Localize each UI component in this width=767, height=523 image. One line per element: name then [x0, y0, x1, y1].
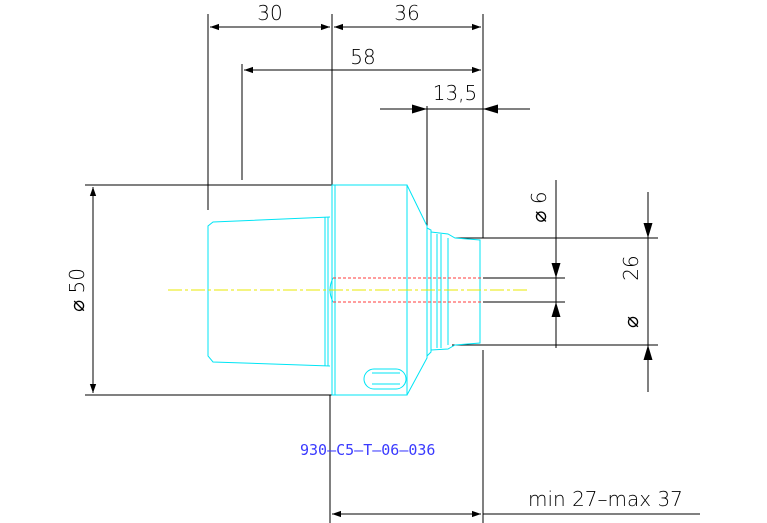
dim-range-label: min 27–max 37	[528, 487, 683, 511]
bore-lines	[333, 277, 483, 303]
dim-30-label: 30	[257, 1, 282, 25]
dimension-lines	[85, 14, 700, 523]
dim-6-label: ⌀ 6	[527, 191, 551, 222]
dim-36-label: 36	[394, 1, 419, 25]
dim-26-label: 26	[619, 255, 643, 280]
dim-26-diameter-symbol: ⌀	[619, 316, 643, 328]
part-code-label: 930–C5–T–06–036	[300, 441, 435, 459]
dim-50-label: ⌀ 50	[65, 268, 89, 312]
dim-13-5-label: 13,5	[433, 81, 478, 105]
dim-58-label: 58	[350, 45, 375, 69]
